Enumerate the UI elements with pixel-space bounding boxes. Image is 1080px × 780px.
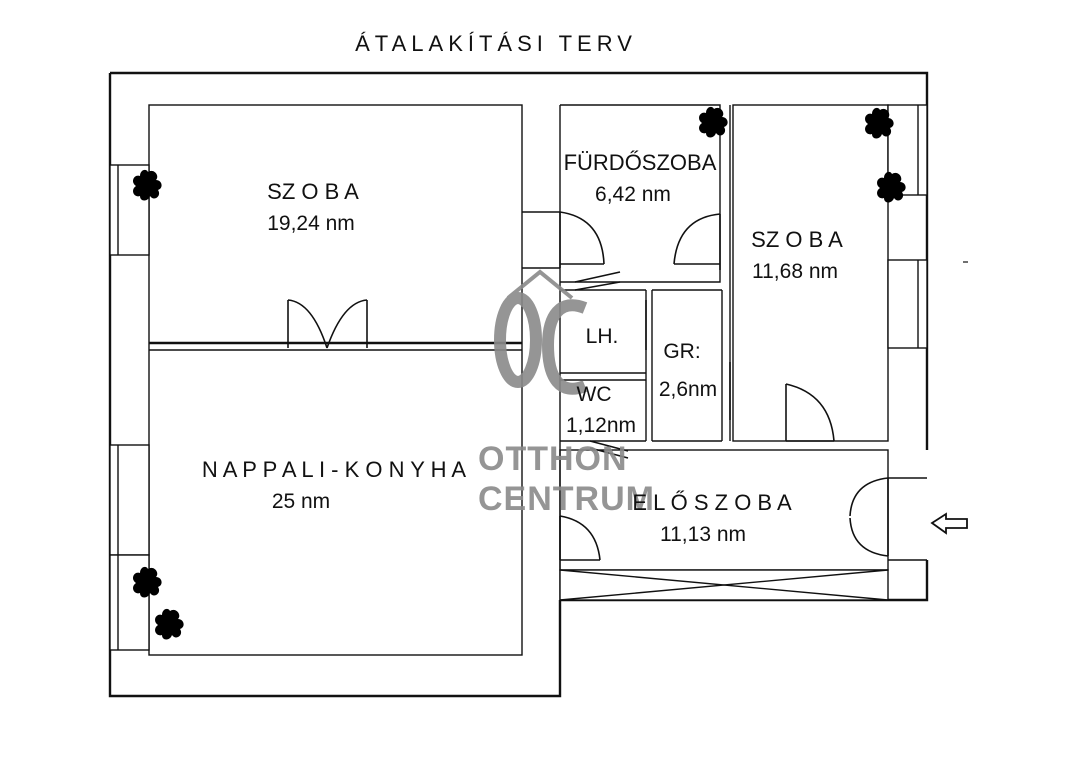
door-szoba-corridor — [522, 211, 605, 269]
room-gr: GR: 2,6nm — [659, 340, 717, 401]
room-name: LH. — [586, 325, 619, 348]
arrow-left-outline-icon — [930, 512, 968, 535]
room-wc: WC 1,12nm — [566, 383, 636, 437]
plant-icon — [699, 106, 728, 138]
door-szoba-nappali — [287, 299, 368, 349]
room-area: 1,12nm — [566, 414, 636, 437]
watermark-logo-roof — [506, 269, 574, 300]
room-szoba-1: SZ O B A 19,24 nm — [267, 179, 359, 235]
window-right-mid — [887, 259, 928, 349]
door-gr — [645, 300, 731, 420]
room-area: 6,42 nm — [595, 183, 671, 206]
room-area: 2,6nm — [659, 378, 717, 401]
watermark-logo-o — [493, 292, 543, 388]
room-area: 11,68 nm — [752, 260, 838, 283]
window-left-mid — [109, 444, 150, 556]
room-name: SZ O B A — [751, 227, 843, 252]
plan-title: ÁTALAKÍTÁSI TERV — [355, 31, 637, 56]
room-eloszoba: E L Ő S Z O B A 11,13 nm — [632, 490, 792, 546]
room-name: WC — [577, 383, 612, 406]
door-szoba2 — [785, 383, 835, 442]
door-entrance — [849, 477, 927, 561]
room-name: N A P P A L I - K O N Y H A — [202, 457, 466, 482]
watermark-line2: CENTRUM — [478, 480, 655, 518]
interior-walls — [149, 105, 731, 442]
door-lh — [574, 271, 621, 291]
room-name: E L Ő S Z O B A — [632, 490, 792, 515]
door-eloszoba-left — [559, 515, 601, 561]
door-furdo — [673, 213, 721, 270]
watermark-logo-c — [541, 299, 588, 395]
room-lh: LH. — [586, 325, 619, 348]
door-wc — [589, 440, 629, 459]
room-area: 11,13 nm — [660, 523, 746, 546]
room-nappali-konyha: N A P P A L I - K O N Y H A 25 nm — [202, 457, 466, 513]
plant-icon — [155, 608, 184, 640]
doors — [287, 211, 927, 561]
room-szoba-2: SZ O B A 11,68 nm — [751, 227, 843, 283]
room-furdoszoba: FÜRDŐSZOBA 6,42 nm — [564, 150, 717, 206]
watermark: OTTHON CENTRUM — [478, 269, 655, 518]
room-name: GR: — [663, 340, 700, 363]
room-area: 19,24 nm — [267, 212, 355, 235]
watermark-line1: OTTHON — [478, 440, 628, 478]
room-area: 25 nm — [272, 490, 330, 513]
room-name: SZ O B A — [267, 179, 359, 204]
room-name: FÜRDŐSZOBA — [564, 150, 717, 175]
